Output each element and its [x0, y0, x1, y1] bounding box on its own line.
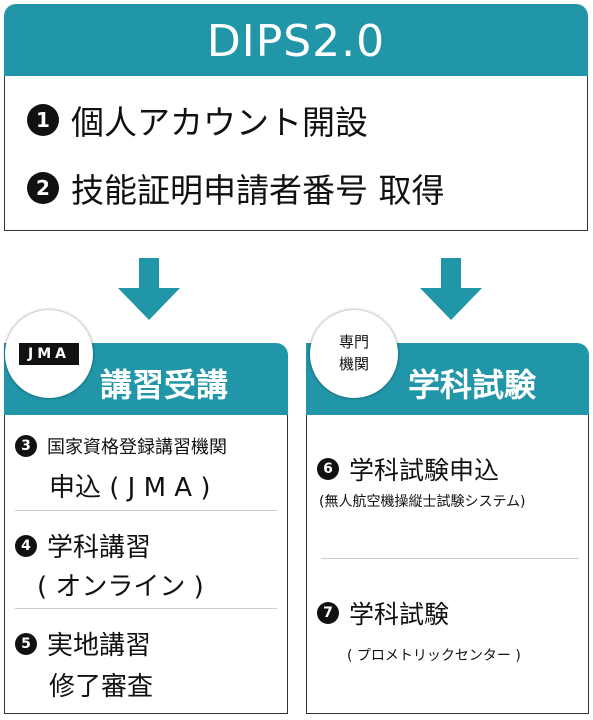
senmon-kikan-badge: 専門 機関	[310, 310, 398, 398]
step-number-badge: 7	[317, 602, 339, 624]
right-column-box: 6 学科試験申込 (無人航空機操縦士試験システム) 7 学科試験 ( プロメトリ…	[306, 415, 589, 714]
step-number-badge: 3	[15, 435, 37, 457]
right-column-title: 学科試験	[408, 366, 537, 404]
badge-text-line1: 専門	[338, 333, 369, 351]
step-5: 5 実地講習 修了審査	[15, 625, 153, 703]
badge-text-line2: 機関	[338, 355, 369, 373]
dips-title: DIPS2.0	[206, 16, 386, 67]
step-label: 個人アカウント開設	[71, 103, 368, 142]
divider	[15, 608, 277, 609]
step-label-line1: 学科試験申込	[349, 456, 500, 485]
left-column-box: 3 国家資格登録講習機関 申込 ( J M A ) 4 学科講習 ( オンライン…	[4, 415, 288, 714]
step-3: 3 国家資格登録講習機関 申込 ( J M A )	[15, 433, 227, 504]
step-4: 4 学科講習 ( オンライン )	[15, 527, 204, 603]
step-number-badge: 4	[15, 534, 37, 557]
step-2: 2 技能証明申請者番号 取得	[27, 164, 445, 212]
step-1: 1 個人アカウント開設	[27, 96, 368, 144]
down-arrow-icon	[420, 258, 482, 320]
divider	[15, 510, 277, 511]
step-number-badge: 2	[27, 172, 59, 204]
step-label-line2: ( オンライン )	[37, 572, 204, 602]
step-number-badge: 6	[317, 458, 339, 480]
step-label-line2: 申込 ( J M A )	[49, 473, 211, 503]
top-steps-box: 1 個人アカウント開設 2 技能証明申請者番号 取得	[4, 76, 588, 231]
step-label-line1: 学科講習	[47, 533, 152, 563]
step-label-line2: ( プロメトリックセンター )	[347, 648, 521, 664]
jma-badge: JMA	[5, 310, 93, 398]
step-label-line1: 実地講習	[47, 631, 152, 661]
step-6: 6 学科試験申込 (無人航空機操縦士試験システム)	[317, 451, 526, 511]
step-label-line2: (無人航空機操縦士試験システム)	[319, 494, 526, 510]
jma-logo: JMA	[19, 343, 79, 365]
step-number-badge: 1	[27, 104, 59, 136]
dips-header: DIPS2.0	[4, 4, 588, 76]
step-label-line1: 学科試験	[349, 600, 450, 629]
divider	[321, 558, 579, 559]
down-arrow-icon	[118, 258, 180, 320]
step-7: 7 学科試験 ( プロメトリックセンター )	[317, 595, 521, 665]
step-number-badge: 5	[15, 632, 37, 655]
left-column-title: 講習受講	[100, 366, 229, 404]
step-label-line2: 修了審査	[49, 672, 154, 702]
step-label: 技能証明申請者番号 取得	[71, 171, 445, 210]
step-label-line1: 国家資格登録講習機関	[47, 437, 227, 458]
